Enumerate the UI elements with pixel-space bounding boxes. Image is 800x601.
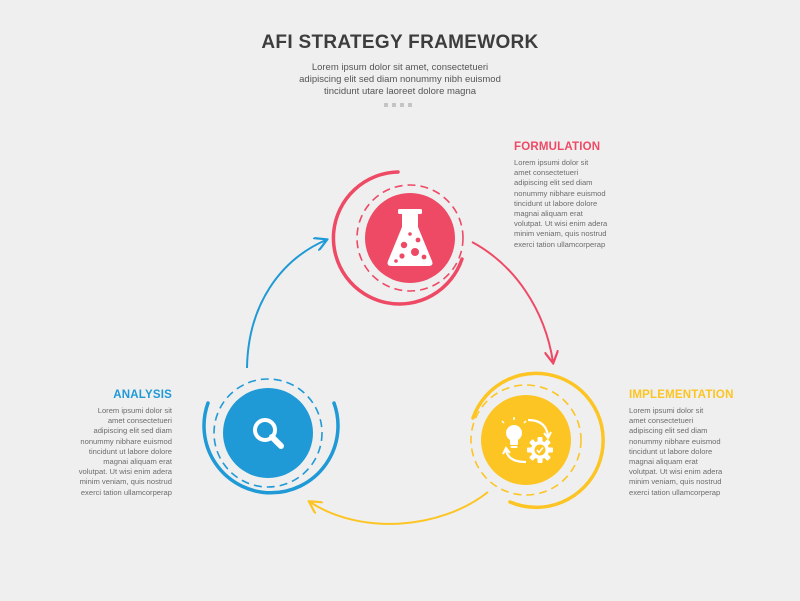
formulation-outer-ring bbox=[331, 170, 464, 306]
page-title: AFI STRATEGY FRAMEWORK bbox=[261, 32, 539, 53]
analysis-text-block: ANALYSIS Lorem ipsumi dolor sit amet con… bbox=[50, 389, 172, 498]
formulation-text-block: FORMULATION Lorem ipsumi dolor sit amet … bbox=[514, 141, 634, 250]
magnifier-icon bbox=[253, 418, 284, 449]
analysis-node bbox=[202, 378, 340, 495]
implementation-text-block: IMPLEMENTATION Lorem ipsumi dolor sit am… bbox=[629, 389, 769, 498]
page-subtitle: Lorem ipsum dolor sit amet, consectetuer… bbox=[299, 62, 501, 97]
implementation-node bbox=[470, 371, 605, 510]
flask-icon bbox=[387, 209, 433, 266]
formulation-description: Lorem ipsumi dolor sit amet consectetuer… bbox=[514, 158, 608, 249]
implementation-dashed-ring bbox=[470, 384, 582, 496]
formulation-heading: FORMULATION bbox=[514, 141, 601, 153]
analysis-outer-ring bbox=[202, 401, 340, 495]
analysis-description: Lorem ipsumi dolor sit amet consectetuer… bbox=[78, 406, 172, 497]
analysis-heading: ANALYSIS bbox=[113, 389, 172, 401]
title-divider-dots bbox=[384, 103, 412, 107]
analysis-core bbox=[223, 388, 313, 478]
implementation-core bbox=[481, 395, 571, 485]
lightbulb-gear-icon bbox=[501, 417, 553, 464]
formulation-node bbox=[331, 170, 464, 306]
implementation-heading: IMPLEMENTATION bbox=[629, 389, 734, 401]
arrow-formulation-to-implementation bbox=[471, 241, 553, 362]
implementation-outer-ring bbox=[471, 371, 605, 510]
formulation-dashed-ring bbox=[356, 184, 464, 292]
arrow-analysis-to-formulation bbox=[246, 240, 326, 369]
arrow-implementation-to-analysis bbox=[310, 491, 489, 525]
analysis-dashed-ring bbox=[213, 378, 323, 488]
implementation-description: Lorem ipsumi dolor sit amet consectetuer… bbox=[629, 406, 723, 497]
